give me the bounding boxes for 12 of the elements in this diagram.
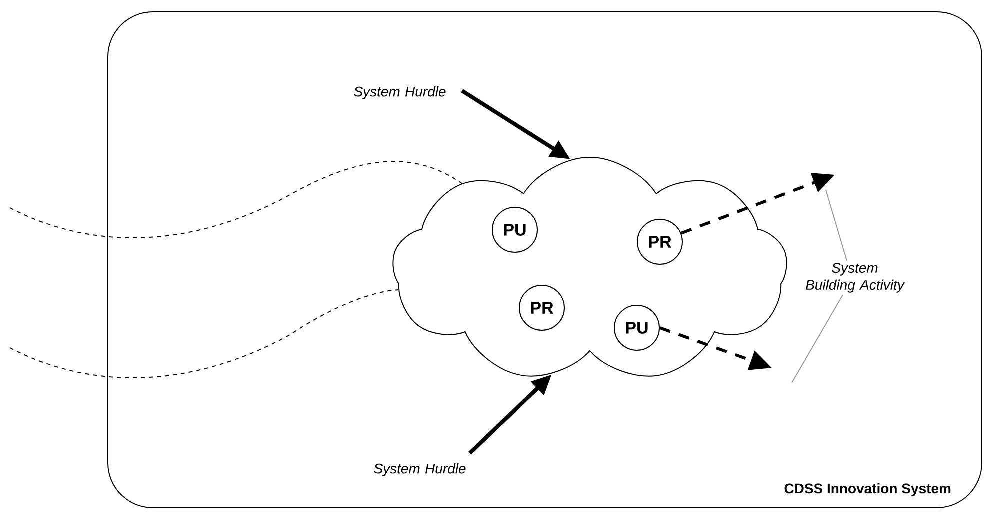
annotation-text: System Hurdle xyxy=(354,86,446,100)
annotation-text: System Hurdle xyxy=(374,463,466,476)
cloud xyxy=(392,157,788,377)
annotation-text: System Building Activity xyxy=(806,263,906,293)
circle-label: PU xyxy=(492,207,538,253)
boundary-line xyxy=(10,290,399,378)
leader-line xyxy=(792,294,844,384)
leader-line xyxy=(826,189,848,262)
boundary-line xyxy=(10,161,463,238)
circle-label: PR xyxy=(637,218,683,265)
circle-label: PU xyxy=(614,304,660,351)
circle-label: PR xyxy=(519,284,565,331)
